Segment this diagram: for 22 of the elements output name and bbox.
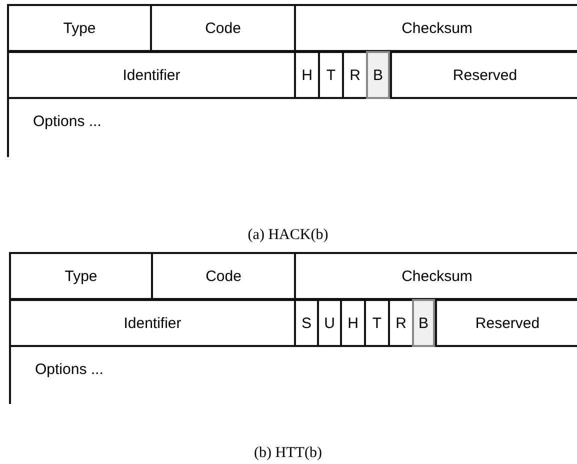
- field-cell: Checksum: [294, 252, 577, 300]
- field-cell: Checksum: [294, 4, 577, 52]
- field-cell: T: [364, 299, 388, 347]
- figure-caption: (a) HACK(b): [248, 227, 328, 244]
- field-cell: Reserved: [435, 299, 577, 347]
- field-cell: T: [318, 51, 342, 99]
- field-cell: Reserved: [390, 51, 577, 99]
- field-cell: S: [294, 299, 317, 347]
- flag-cell: B: [366, 51, 390, 99]
- field-cell: U: [317, 299, 340, 347]
- field-cell: H: [294, 51, 318, 99]
- field-cell: Code: [151, 252, 294, 300]
- flag-cell: B: [412, 299, 435, 347]
- field-cell: Code: [150, 4, 294, 52]
- field-cell: H: [340, 299, 364, 347]
- options-field: Options ...: [9, 347, 576, 404]
- field-cell: Type: [7, 4, 150, 52]
- field-cell: Identifier: [7, 51, 294, 99]
- options-field: Options ...: [7, 99, 576, 157]
- field-cell: Type: [9, 252, 151, 300]
- field-cell: Identifier: [9, 299, 294, 347]
- figure-caption: (b) HTT(b): [254, 445, 322, 462]
